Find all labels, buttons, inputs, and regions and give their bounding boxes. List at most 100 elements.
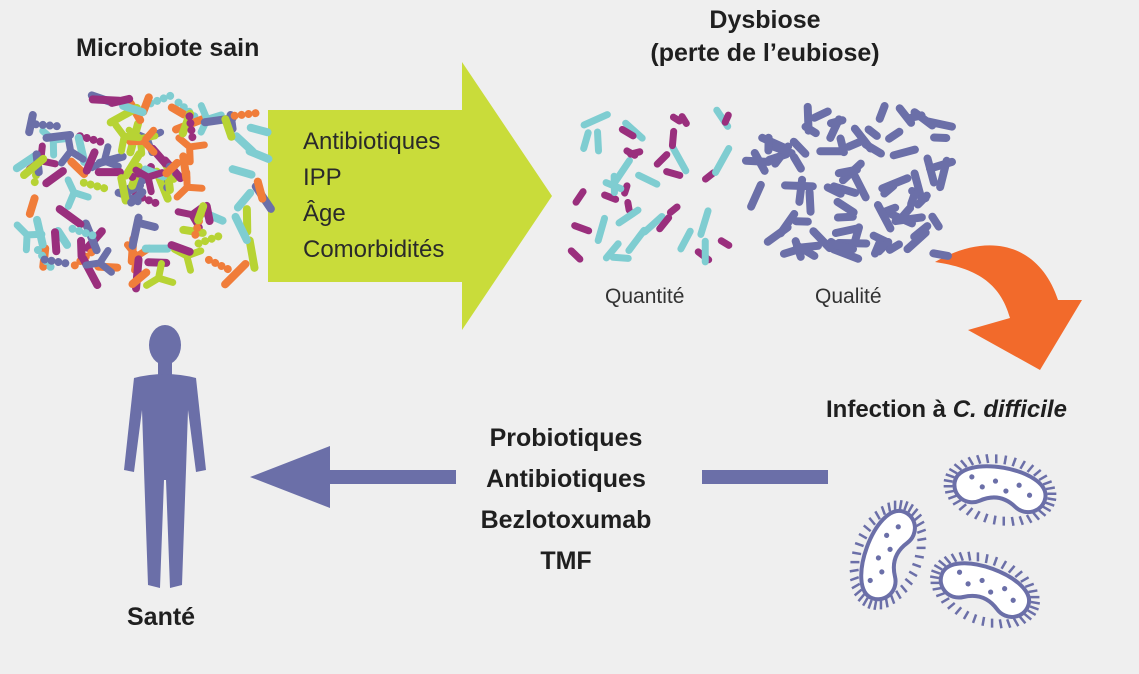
rod-bacterium [810,107,832,122]
rod-bacterium [77,236,86,261]
healthy-microbiota-cluster [12,91,275,293]
rod-bacterium [889,145,919,160]
rod-bacterium [666,203,681,216]
rod-bacterium [781,181,817,191]
rod-bacterium [789,152,805,173]
rod-bacterium [221,115,236,141]
rod-bacterium [246,123,272,137]
dysbiosis-title-line2: (perte de l’eubiose) [650,39,880,67]
rod-bacterium [836,134,848,157]
coccus-chain [31,120,61,131]
rod-bacterium [741,156,773,166]
rod-bacterium [669,113,683,125]
coccus-chain [185,112,197,142]
treatment-item: Antibiotiques [486,465,646,493]
rod-bacterium [717,237,733,249]
rod-bacterium [913,191,931,209]
rod-bacterium [936,156,951,192]
rod-bacterium [766,141,796,158]
rod-bacterium [33,215,47,249]
rod-bacterium [232,132,257,156]
rod-bacterium [231,212,251,245]
rod-bacterium [615,206,642,227]
y-shaped-bacterium [88,143,122,172]
rod-bacterium [624,198,633,214]
rod-bacterium [82,148,99,175]
rod-bacterium [669,144,690,175]
rod-bacterium [701,237,709,266]
c-difficile-bacteria-icon [849,454,1057,629]
rod-bacterium [653,151,671,168]
rod-bacterium [873,201,895,233]
rod-bacterium [121,150,144,180]
rod-bacterium [805,187,815,216]
rod-bacterium [141,244,172,253]
rod-bacterium [779,245,802,258]
rod-bacterium [697,207,712,238]
rod-bacterium [67,157,89,179]
rod-bacterium [747,180,765,211]
rod-bacterium [571,222,593,235]
rod-bacterium [850,172,870,202]
c-difficile-cell [943,454,1057,526]
infection-title: Infection à C. difficile [826,396,1067,424]
y-shaped-bacterium [126,126,158,156]
rod-bacterium [233,188,255,212]
rod-bacterium [764,133,773,155]
rod-bacterium [663,168,684,179]
dysbiosis-quality-cluster [741,102,956,263]
rod-bacterium [221,259,250,289]
rod-bacterium [602,179,625,193]
rod-bacterium [861,140,885,158]
rod-bacterium [721,111,732,126]
rod-bacterium [907,190,919,209]
rod-bacterium [107,94,134,107]
rod-bacterium [25,111,37,137]
coccus-chain [230,109,260,120]
health-label: Santé [127,603,196,631]
rod-bacterium [567,247,584,263]
rod-bacterium [833,197,858,217]
infection-arrow [935,245,1082,370]
rod-bacterium [928,212,943,231]
risk-factor-item: Antibiotiques [303,128,441,155]
rod-bacterium [827,240,857,254]
rod-bacterium [167,241,194,256]
y-shaped-bacterium [64,176,92,210]
rod-bacterium [50,228,61,256]
rod-bacterium [823,183,845,198]
c-difficile-cell [929,551,1041,629]
rod-bacterium [609,253,632,262]
rod-bacterium [621,182,631,197]
rod-bacterium [930,133,951,142]
rod-bacterium [55,205,85,229]
rod-bacterium [864,125,881,140]
rod-bacterium [194,202,208,225]
rod-bacterium [623,147,639,159]
rod-bacterium [875,102,889,123]
y-shaped-bacterium [132,166,166,196]
coccus-chain [204,255,232,274]
rod-bacterium [594,128,603,155]
dysbiosis-quantity-cluster [567,106,733,266]
rod-bacterium [712,145,733,176]
y-shaped-bacterium [82,246,115,276]
rod-bacterium [791,217,812,226]
risk-factor-arrow [268,62,552,330]
rod-bacterium [20,154,48,180]
treatment-list: Probiotiques Antibiotiques Bezlotoxumab … [456,418,676,582]
rod-bacterium [829,182,860,197]
rod-bacterium [826,116,847,128]
rod-bacterium [816,147,845,156]
rod-bacterium [117,174,130,205]
rod-bacterium [910,222,932,241]
treatment-arrow [250,446,828,508]
risk-factor-item: IPP [303,164,342,191]
treatment-item: Probiotiques [489,424,643,452]
rod-bacterium [94,168,124,177]
treatment-item: Bezlotoxumab [480,506,652,534]
rod-bacterium [119,101,147,117]
dysbiosis-title-line1: Dysbiose [709,6,821,34]
